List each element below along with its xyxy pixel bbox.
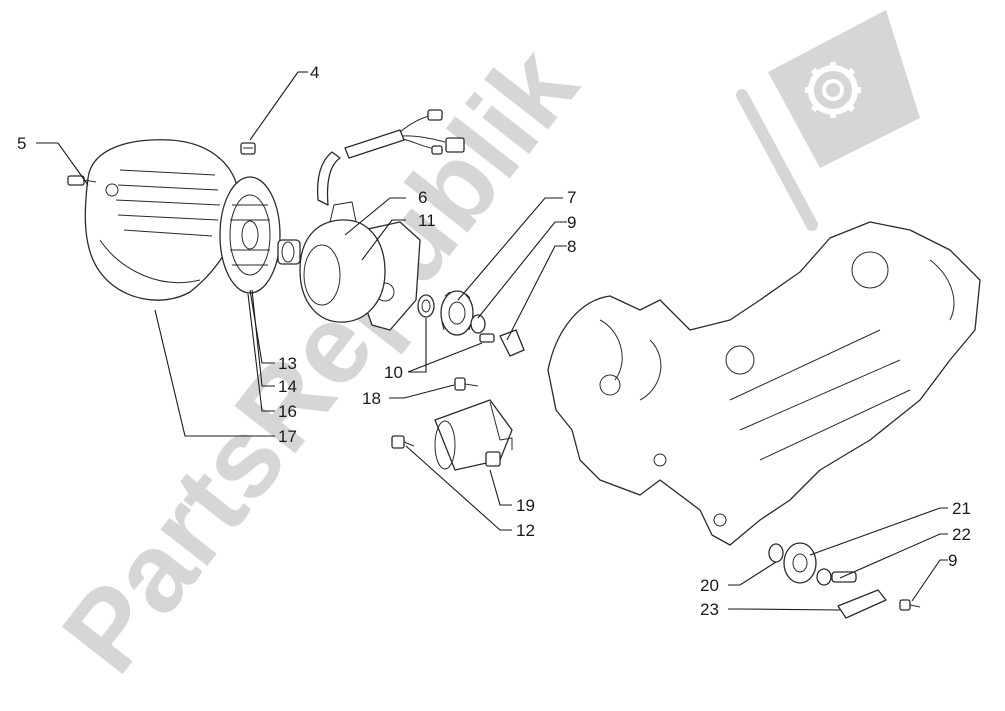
callout-11: 11 (418, 211, 436, 230)
callout-8: 8 (567, 237, 576, 256)
callout-17: 17 (278, 427, 297, 446)
callout-4: 4 (310, 63, 319, 82)
watermark-text: PartsRepublik (38, 24, 601, 695)
screw-12 (391, 435, 415, 449)
callout-13: 13 (278, 354, 297, 373)
spacer-9 (470, 314, 495, 343)
oil-seal (417, 294, 435, 318)
pin-22 (816, 568, 857, 586)
callout-21: 21 (952, 499, 971, 518)
callout-18: 18 (362, 389, 381, 408)
callout-19: 19 (516, 496, 535, 515)
callout-7: 7 (567, 188, 576, 207)
screw-4 (240, 142, 256, 155)
wiring-harness (316, 109, 465, 206)
callout-10: 10 (384, 363, 403, 382)
callout-9b: 9 (948, 551, 957, 570)
screw-5 (67, 175, 97, 186)
callout-20: 20 (700, 576, 719, 595)
locking-clip-8 (499, 329, 525, 357)
starter-motor (434, 399, 513, 471)
callout-12: 12 (516, 521, 535, 540)
drive-gear (440, 290, 474, 336)
screw-18 (454, 377, 479, 391)
cooling-fan (219, 176, 281, 294)
callout-5: 5 (17, 134, 26, 153)
callout-9a: 9 (567, 213, 576, 232)
callout-23: 23 (700, 600, 719, 619)
engine-crankcase (547, 221, 981, 546)
callout-labels: 4 5 6 11 7 9 8 10 13 14 16 17 18 19 12 2… (17, 63, 971, 619)
fan-cover (84, 139, 240, 301)
cap-21 (783, 542, 817, 584)
callout-14: 14 (278, 377, 297, 396)
callout-22: 22 (952, 525, 971, 544)
callout-16: 16 (278, 402, 297, 421)
screw-9-lower (899, 599, 921, 611)
gear-flag-icon (736, 10, 920, 231)
callout-6: 6 (418, 188, 427, 207)
bracket-23 (837, 589, 887, 619)
flywheel-magneto (277, 201, 386, 323)
bush-20 (768, 543, 784, 563)
leader-lines (36, 71, 948, 611)
